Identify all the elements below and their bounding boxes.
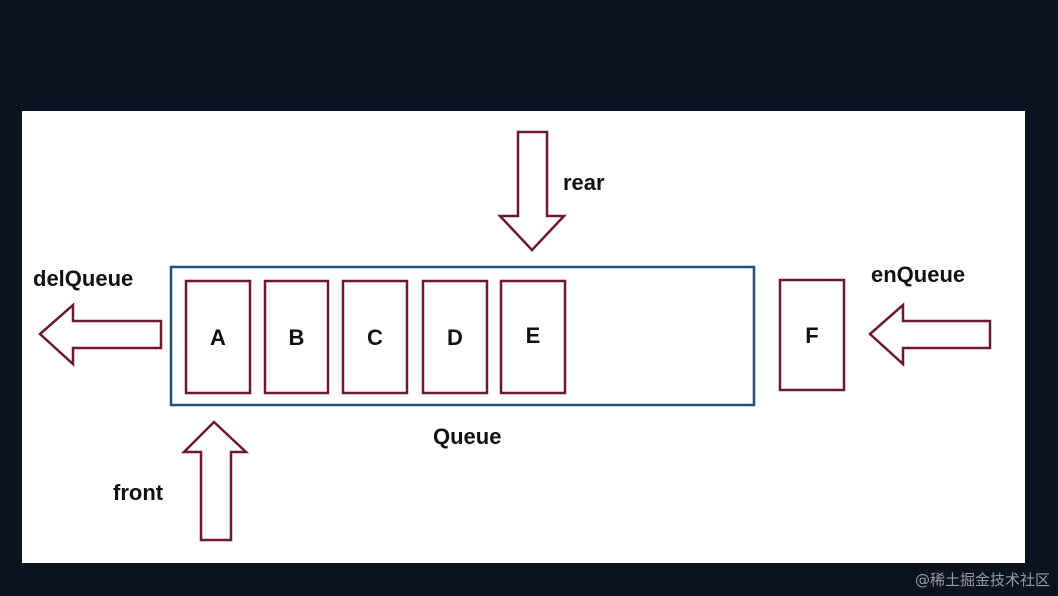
queue-cell-e — [499, 279, 567, 395]
delqueue-arrow-icon — [38, 302, 163, 367]
queue-cell-label-d: D — [447, 325, 463, 350]
queue-cell-label-c: C — [367, 325, 383, 350]
front-label: front — [113, 480, 164, 505]
queue-cell-label-b: B — [288, 325, 305, 350]
queue-cell-label-e: E — [525, 323, 541, 348]
queue-cell-b — [263, 279, 330, 395]
rear-arrow-icon — [497, 130, 567, 252]
queue-label: Queue — [433, 424, 502, 449]
enqueue-arrow-icon — [868, 302, 992, 367]
watermark: @稀土掘金技术社区 — [914, 571, 1050, 589]
rear-label: rear — [563, 170, 605, 195]
delqueue-label: delQueue — [33, 266, 134, 291]
enqueue-label: enQueue — [871, 262, 966, 287]
queue-cell-c — [341, 279, 409, 395]
queue-cell-d — [421, 279, 489, 395]
incoming-cell-f — [778, 278, 846, 392]
front-arrow-icon — [180, 420, 250, 542]
queue-container — [169, 265, 756, 407]
queue-cell-label-a: A — [210, 325, 226, 350]
incoming-cell-label-f: F — [805, 323, 819, 348]
queue-cell-a — [184, 279, 252, 395]
